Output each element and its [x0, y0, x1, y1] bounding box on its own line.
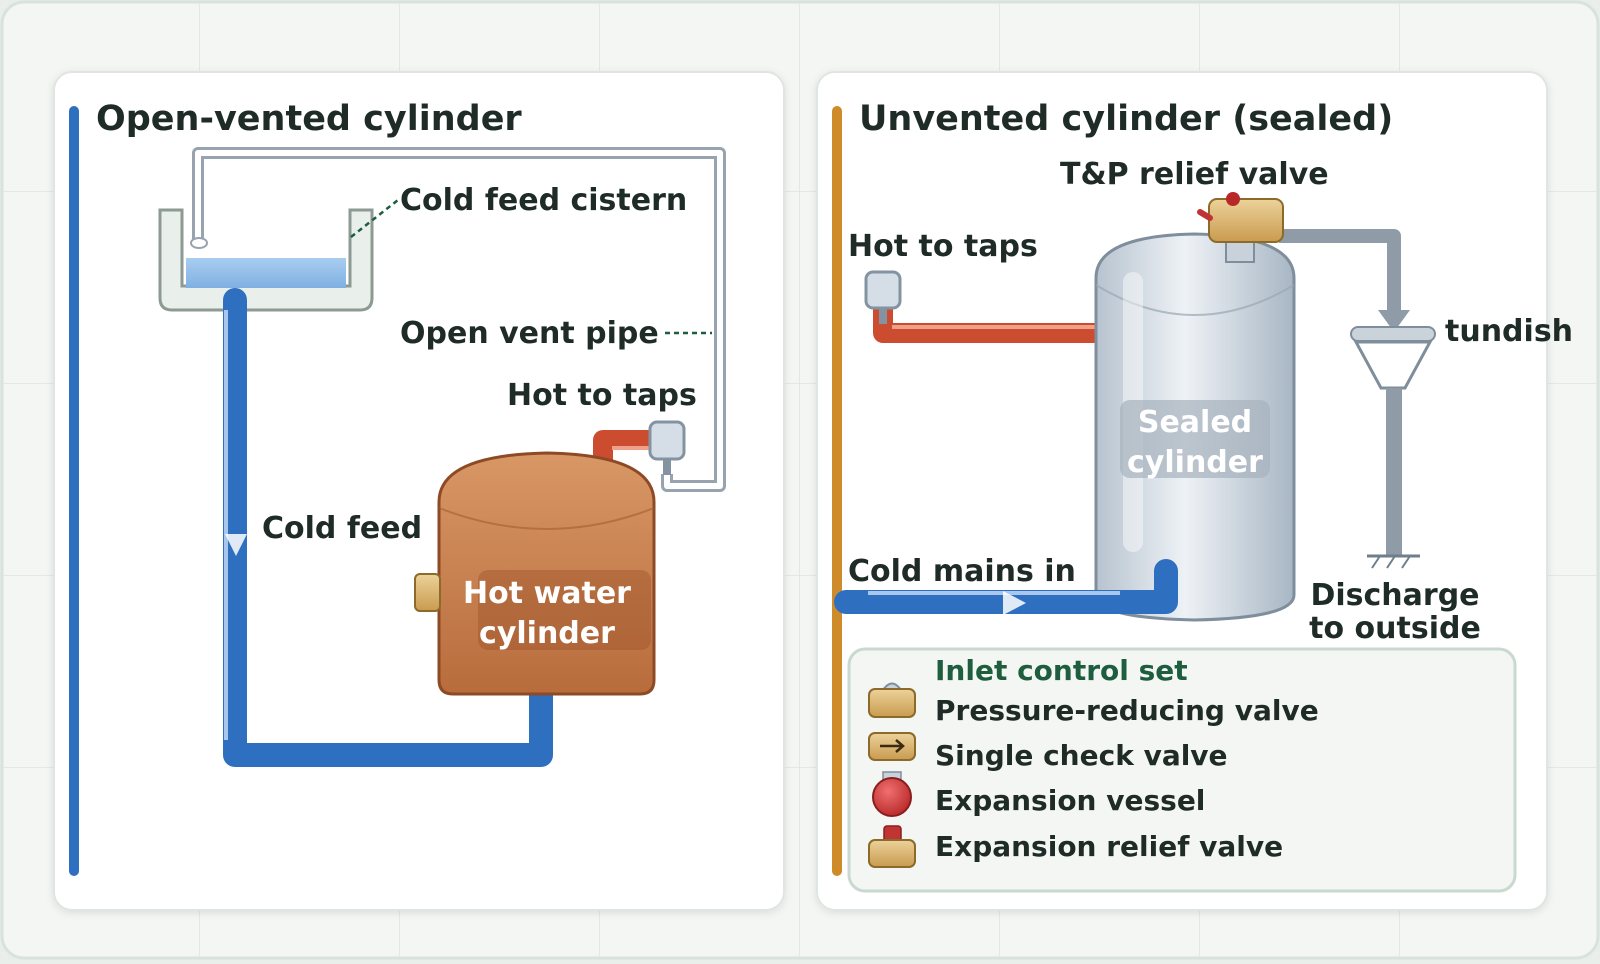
cistern-water	[186, 258, 346, 288]
right-hot-taps-label: Hot to taps	[848, 229, 1038, 264]
vent-pipe-outlet	[190, 237, 208, 249]
legend-item-label: Expansion vessel	[935, 784, 1205, 817]
expansion-relief-valve-icon	[868, 839, 916, 868]
flow-arrow-down-icon	[225, 534, 247, 556]
left-hot-pipe	[593, 430, 650, 464]
left-accent-bar	[69, 106, 79, 876]
right-panel-title: Unvented cylinder (sealed)	[859, 99, 1393, 139]
pressure-reducing-valve-icon	[868, 688, 916, 718]
discharge-label-line2: to outside	[1309, 611, 1481, 646]
legend-item: Single check valve	[868, 732, 1228, 772]
sealed-cylinder-label-line1: Sealed	[1138, 405, 1252, 440]
expansion-vessel-icon	[872, 777, 912, 817]
hot-cylinder-label-line2: cylinder	[479, 616, 615, 651]
right-accent-bar	[832, 106, 842, 876]
open-vented-panel: Open-vented cylinder Cold feed cistern C…	[53, 71, 785, 911]
cylinder-side-valve-icon	[414, 573, 441, 612]
cold-mains-pipe	[834, 559, 1178, 614]
legend-item-label: Expansion relief valve	[935, 830, 1283, 863]
legend-item: Expansion relief valve	[868, 825, 1283, 868]
tp-relief-valve-icon	[1208, 198, 1284, 243]
tp-valve-label: T&P relief valve	[1060, 157, 1329, 192]
legend-box	[847, 647, 1517, 893]
legend-item-label: Pressure-reducing valve	[935, 694, 1319, 727]
discharge-pipe	[1279, 229, 1401, 322]
discharge-arrow-icon	[1378, 310, 1410, 332]
hot-water-cylinder	[437, 451, 656, 696]
ground-hatch-icon	[1371, 555, 1411, 569]
cistern-leader-line	[350, 199, 399, 238]
cylinder-label-box	[478, 570, 651, 650]
discharge-label-line1: Discharge	[1310, 578, 1479, 613]
legend-item: Expansion vessel	[872, 771, 1205, 817]
cold-mains-label: Cold mains in	[848, 554, 1076, 589]
inlet-control-legend: Inlet control set Pressure-reducing valv…	[847, 647, 1517, 893]
unvented-panel: Unvented cylinder (sealed) T&P relief va…	[816, 71, 1573, 911]
hot-cylinder-label-line1: Hot water	[463, 576, 631, 611]
tundish-icon	[1353, 340, 1433, 390]
left-panel-title: Open-vented cylinder	[96, 99, 522, 139]
tundish-discharge-pipe	[1386, 388, 1402, 556]
left-hot-taps-label: Hot to taps	[507, 378, 697, 413]
cold-feed-label: Cold feed	[262, 511, 422, 546]
flow-arrow-right-icon	[1003, 591, 1026, 615]
cold-feed-pipe	[223, 288, 553, 767]
cold-feed-cistern	[158, 208, 374, 312]
cistern-label: Cold feed cistern	[400, 183, 687, 218]
tundish-rim	[1350, 326, 1436, 342]
tundish-label: tundish	[1445, 314, 1573, 349]
legend-item-label: Single check valve	[935, 739, 1228, 772]
sealed-cylinder-label-box	[1120, 400, 1270, 478]
left-hot-tap-icon	[648, 420, 686, 461]
sealed-cylinder-label-line2: cylinder	[1127, 445, 1263, 480]
vent-label: Open vent pipe	[400, 316, 659, 351]
right-hot-tap-icon	[864, 270, 902, 310]
legend-item: Pressure-reducing valve	[868, 682, 1319, 727]
legend-title: Inlet control set	[935, 654, 1188, 687]
